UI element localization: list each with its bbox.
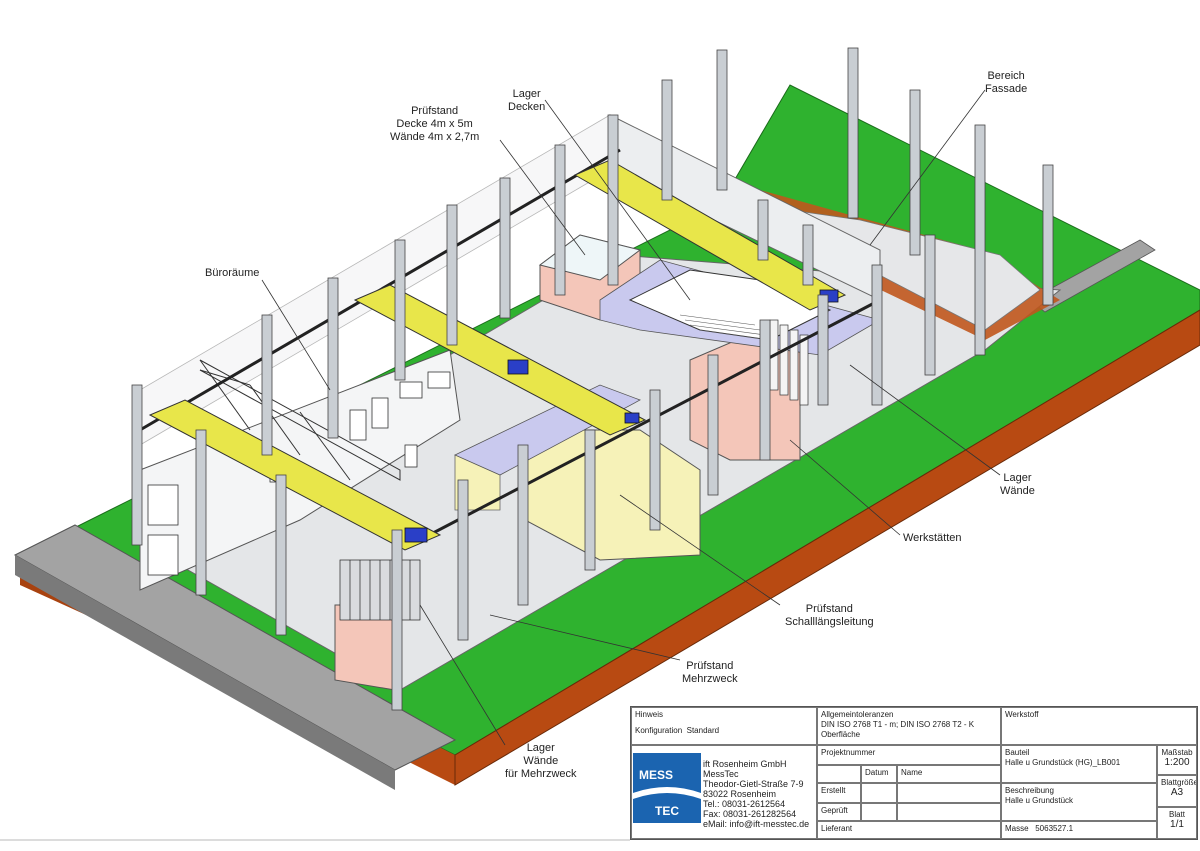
label-bereich-fassade: Bereich Fassade (985, 70, 1028, 95)
tb-hinweis: Hinweis Konfiguration Standard (631, 707, 817, 745)
slab-lines (679, 314, 771, 341)
label-bueroraeume: Büroräume (205, 267, 260, 279)
tb-blattgroesse: Blattgröße A3 (1157, 775, 1197, 807)
messtec-logo: MESS TEC (633, 753, 701, 823)
logo-text-bottom: TEC (655, 804, 679, 818)
company-address: ift Rosenheim GmbH MessTec Theodor-Gietl… (703, 759, 810, 829)
tb-name: Name (897, 765, 1001, 783)
roof-truss (199, 359, 401, 481)
tb-geprueft-datum (861, 803, 897, 821)
tb-logo-company (631, 745, 817, 839)
leader-lines (261, 89, 1001, 746)
tb-beschreibung: Beschreibung Halle u Grundstück (1001, 783, 1157, 821)
mehrzweck-panel-stack (339, 559, 421, 621)
columns (131, 47, 1054, 711)
label-lager-decken: Lager Decken (508, 88, 546, 113)
crane-beams (148, 159, 847, 551)
tb-masse: Masse 5063527.1 (1001, 821, 1157, 839)
tb-erstellt-datum (861, 783, 897, 803)
tb-projektnummer: Projektnummer (817, 745, 1001, 765)
tb-lieferant: Lieferant (817, 821, 1001, 839)
crane-carts (404, 289, 839, 543)
title-block: Hinweis Konfiguration Standard Allgemein… (630, 706, 1198, 840)
tb-geprueft-name (897, 803, 1001, 821)
label-pruefstand-schall: Prüfstand Schalllängsleitung (785, 603, 874, 628)
label-pruefstand-mehrzweck: Prüfstand Mehrzweck (682, 660, 738, 685)
tb-datum: Datum (861, 765, 897, 783)
logo-text-top: MESS (639, 768, 673, 782)
tb-erstellt: Erstellt (817, 783, 861, 803)
soil-right (454, 309, 1200, 786)
label-pruefstand-decke: Prüfstand Decke 4m x 5m Wände 4m x 2,7m (390, 105, 480, 143)
label-lager-waende-mehrzweck: Lager Wände für Mehrzweck (505, 742, 577, 780)
label-werkstaetten: Werkstätten (903, 532, 962, 544)
label-lager-waende: Lager Wände (1000, 472, 1035, 497)
office-windows (147, 371, 451, 576)
tb-bauteil: Bauteil Halle u Grundstück (HG)_LB001 (1001, 745, 1157, 783)
tb-erstellt-name (897, 783, 1001, 803)
tb-blatt: Blatt 1/1 (1157, 807, 1197, 839)
tb-blank (817, 765, 861, 783)
road-surface (13, 524, 457, 771)
tb-werkstoff: Werkstoff (1001, 707, 1197, 745)
road-side (15, 555, 395, 790)
tb-massstab: Maßstab 1:200 (1157, 745, 1197, 775)
tb-toleranzen: Allgemeintoleranzen DIN ISO 2768 T1 - m;… (817, 707, 1001, 745)
tb-geprueft: Geprüft (817, 803, 861, 821)
